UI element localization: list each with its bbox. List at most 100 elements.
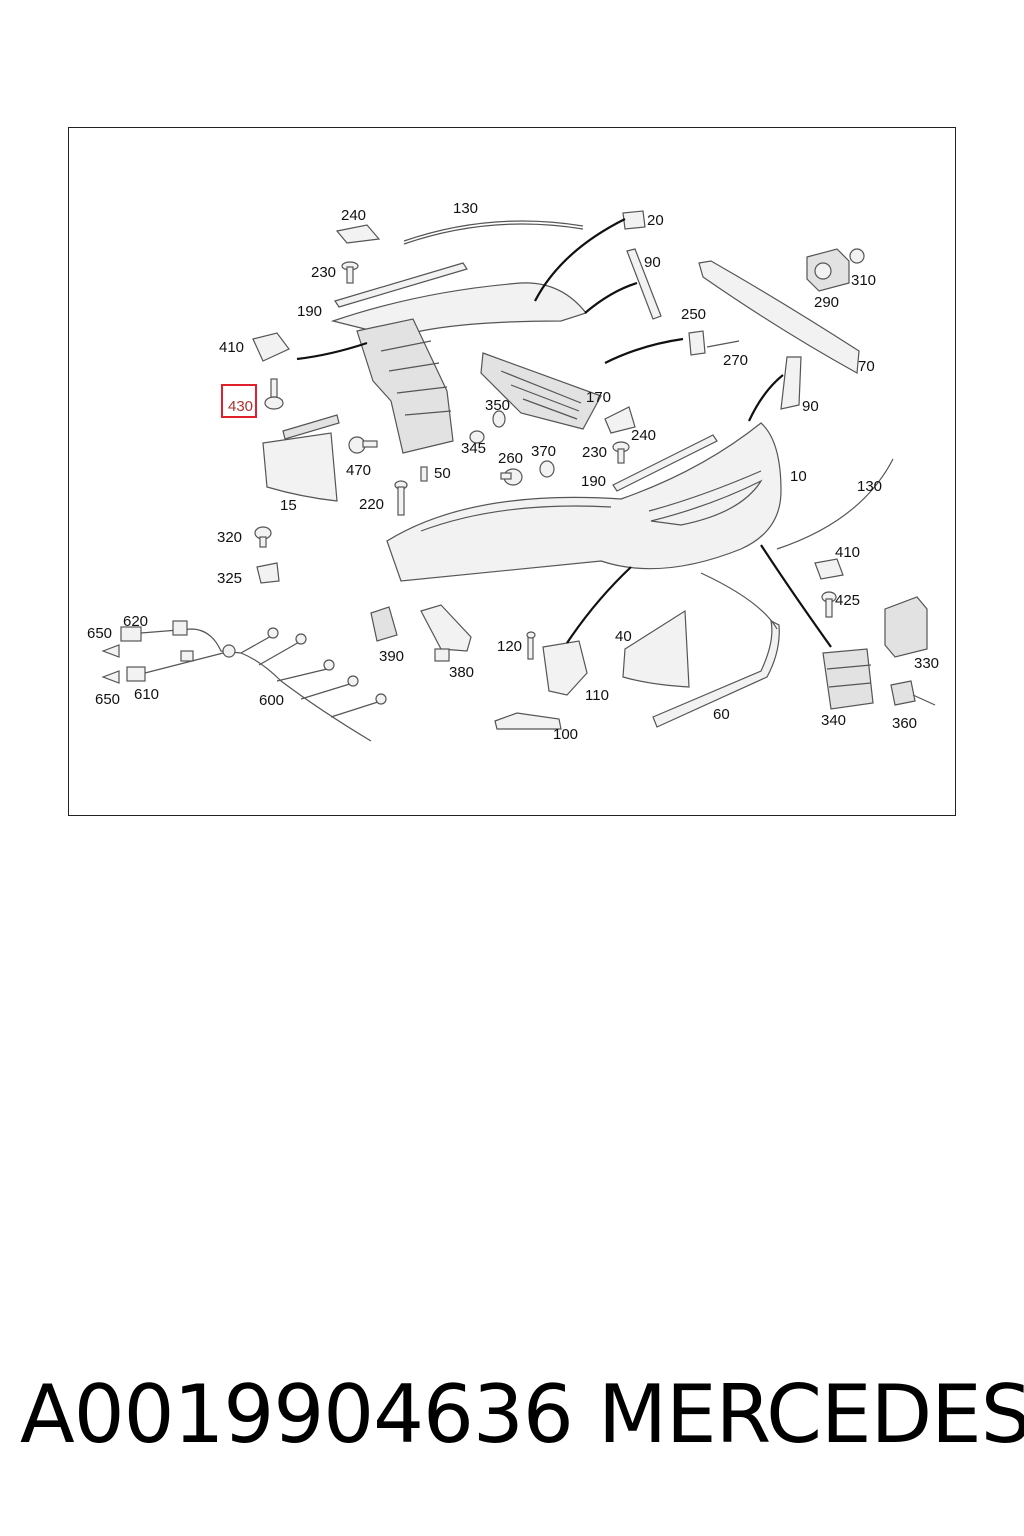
part-190-strip bbox=[334, 262, 468, 308]
callout-90-right[interactable]: 90 bbox=[802, 398, 819, 415]
part-390-sensor bbox=[370, 606, 398, 642]
part-170-ribs bbox=[500, 370, 582, 420]
callout-620[interactable]: 620 bbox=[123, 613, 148, 630]
callout-410-left[interactable]: 410 bbox=[219, 339, 244, 356]
callout-340[interactable]: 340 bbox=[821, 712, 846, 729]
callout-40[interactable]: 40 bbox=[615, 628, 632, 645]
arrow-110-to-cover bbox=[566, 566, 632, 644]
callout-380[interactable]: 380 bbox=[449, 664, 474, 681]
part-410-clip bbox=[252, 332, 290, 362]
part-600-end-e bbox=[375, 693, 387, 705]
callout-60[interactable]: 60 bbox=[713, 706, 730, 723]
part-15-top-strip bbox=[282, 414, 340, 440]
part-340-holder bbox=[822, 648, 874, 710]
callout-350[interactable]: 350 bbox=[485, 397, 510, 414]
part-320-clip bbox=[254, 526, 272, 548]
arrow-90-to-cover bbox=[748, 374, 784, 422]
part-110-bracket bbox=[542, 640, 588, 696]
part-260-bolt bbox=[500, 468, 523, 486]
part-250-bracket bbox=[688, 330, 706, 356]
part-345-nut bbox=[469, 430, 485, 444]
part-100-plate bbox=[494, 712, 562, 730]
callout-230-top[interactable]: 230 bbox=[311, 264, 336, 281]
part-220-clip bbox=[394, 480, 408, 516]
part-600-grommet bbox=[222, 644, 236, 658]
diagram-frame: 240 130 20 90 230 310 190 290 250 410 27… bbox=[68, 127, 956, 816]
callout-650-bottom[interactable]: 650 bbox=[95, 691, 120, 708]
callout-650-top[interactable]: 650 bbox=[87, 625, 112, 642]
part-10-contour bbox=[420, 470, 762, 532]
part-20-clip bbox=[622, 210, 646, 230]
part-10-recess bbox=[650, 479, 763, 526]
part-330-module bbox=[884, 596, 928, 658]
arrow-20-to-carrier bbox=[534, 218, 626, 302]
callout-600[interactable]: 600 bbox=[259, 692, 284, 709]
arrow-90-to-carrier bbox=[584, 281, 638, 314]
part-325-clip bbox=[256, 562, 280, 584]
part-600-connector-top bbox=[172, 620, 188, 636]
callout-10[interactable]: 10 bbox=[790, 468, 807, 485]
part-600-wiring-harness bbox=[140, 628, 382, 742]
callout-360[interactable]: 360 bbox=[892, 715, 917, 732]
callout-130-right[interactable]: 130 bbox=[857, 478, 882, 495]
callout-310[interactable]: 310 bbox=[851, 272, 876, 289]
part-10-bumper-cover bbox=[386, 422, 782, 582]
arrow-340-to-cover bbox=[760, 544, 832, 648]
callout-240-side[interactable]: 240 bbox=[631, 427, 656, 444]
part-left-bracket bbox=[356, 318, 454, 454]
callout-425[interactable]: 425 bbox=[835, 592, 860, 609]
part-600-end-c bbox=[323, 659, 335, 671]
callout-320[interactable]: 320 bbox=[217, 529, 242, 546]
part-610-connector bbox=[126, 666, 146, 682]
part-620-connector bbox=[120, 626, 142, 642]
callout-70[interactable]: 70 bbox=[858, 358, 875, 375]
callout-260[interactable]: 260 bbox=[498, 450, 523, 467]
callout-370[interactable]: 370 bbox=[531, 443, 556, 460]
part-270-wire bbox=[706, 340, 740, 348]
callout-290[interactable]: 290 bbox=[814, 294, 839, 311]
part-430-screw bbox=[264, 378, 284, 410]
callout-15[interactable]: 15 bbox=[280, 497, 297, 514]
callout-190-side[interactable]: 190 bbox=[581, 473, 606, 490]
callout-190-top[interactable]: 190 bbox=[297, 303, 322, 320]
part-40-bracket bbox=[622, 609, 690, 688]
part-600-end-d bbox=[347, 675, 359, 687]
callout-120[interactable]: 120 bbox=[497, 638, 522, 655]
part-290-sensor bbox=[806, 248, 850, 292]
callout-130-top[interactable]: 130 bbox=[453, 200, 478, 217]
callout-390[interactable]: 390 bbox=[379, 648, 404, 665]
part-120-pin bbox=[526, 631, 536, 660]
callout-610[interactable]: 610 bbox=[134, 686, 159, 703]
callout-170[interactable]: 170 bbox=[586, 389, 611, 406]
part-number-text: A0019904636 bbox=[20, 1368, 574, 1461]
callout-470[interactable]: 470 bbox=[346, 462, 371, 479]
arrow-250-to-insert bbox=[604, 337, 684, 364]
callout-345[interactable]: 345 bbox=[461, 440, 486, 457]
part-50-pin bbox=[420, 466, 428, 482]
callout-240-top[interactable]: 240 bbox=[341, 207, 366, 224]
part-90-strap bbox=[626, 248, 662, 320]
callout-325[interactable]: 325 bbox=[217, 570, 242, 587]
part-425-bolt bbox=[821, 591, 837, 618]
part-410-right-clip bbox=[814, 558, 844, 580]
callout-430[interactable]: 430 bbox=[228, 398, 253, 415]
part-130-right-trim bbox=[776, 458, 894, 550]
callout-330[interactable]: 330 bbox=[914, 655, 939, 672]
callout-250[interactable]: 250 bbox=[681, 306, 706, 323]
callout-270[interactable]: 270 bbox=[723, 352, 748, 369]
part-370-washer bbox=[539, 460, 555, 478]
callout-110[interactable]: 110 bbox=[585, 687, 609, 704]
callout-220[interactable]: 220 bbox=[359, 496, 384, 513]
part-130-trim-edge bbox=[403, 223, 584, 245]
part-360-sensor bbox=[890, 680, 916, 706]
part-650-plug-b bbox=[101, 670, 120, 684]
callout-230-side[interactable]: 230 bbox=[582, 444, 607, 461]
callout-90-top[interactable]: 90 bbox=[644, 254, 661, 271]
part-600-end-b bbox=[295, 633, 307, 645]
callout-50[interactable]: 50 bbox=[434, 465, 451, 482]
part-340-ribs bbox=[826, 664, 872, 688]
callout-20[interactable]: 20 bbox=[647, 212, 664, 229]
parts-diagram: 240 130 20 90 230 310 190 290 250 410 27… bbox=[87, 200, 939, 743]
callout-100[interactable]: 100 bbox=[553, 726, 578, 743]
callout-410-right[interactable]: 410 bbox=[835, 544, 860, 561]
